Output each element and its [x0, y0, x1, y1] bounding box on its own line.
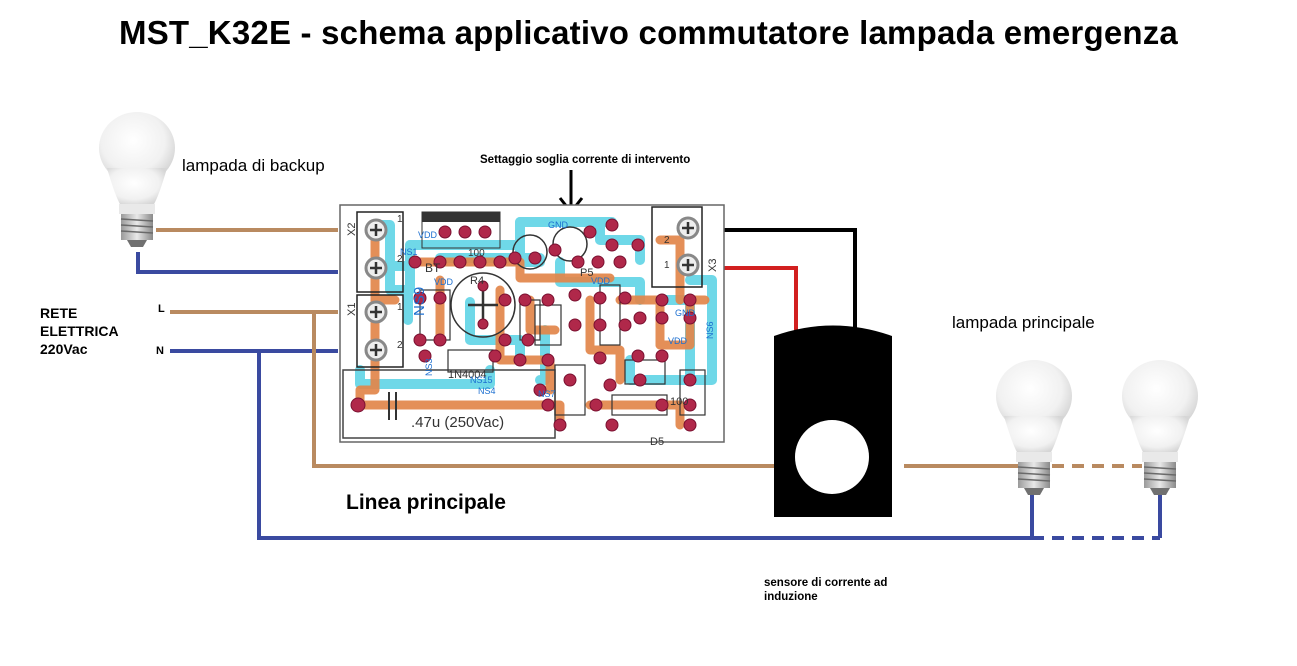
svg-text:NS4: NS4: [478, 386, 496, 396]
svg-text:1: 1: [397, 214, 403, 225]
terminal-l-label: L: [158, 303, 165, 315]
current-sensor-label: sensore di corrente ad induzione: [764, 577, 888, 603]
main-lamp-1-icon: [995, 359, 1073, 496]
terminal-x3: [651, 206, 703, 288]
svg-text:100: 100: [670, 396, 688, 408]
svg-text:VDD: VDD: [434, 277, 454, 287]
svg-text:NS1: NS1: [400, 247, 418, 257]
svg-text:1N4004: 1N4004: [448, 369, 487, 381]
svg-text:NS7: NS7: [538, 389, 556, 399]
svg-text:NS3: NS3: [424, 358, 434, 376]
svg-text:2: 2: [664, 235, 670, 246]
main-lamp-2-icon: [1121, 359, 1199, 496]
backup-neutral-wire: [136, 252, 338, 274]
svg-text:VDD: VDD: [668, 336, 688, 346]
svg-text:VDD: VDD: [418, 230, 438, 240]
mains-label: RETE ELETTRICA 220Vac: [40, 305, 119, 357]
svg-text:.47u (250Vac): .47u (250Vac): [411, 414, 504, 431]
main-line-phase-wire: [312, 312, 858, 468]
svg-text:GND: GND: [675, 308, 696, 318]
svg-text:D5: D5: [650, 436, 664, 448]
current-sensor-icon: [774, 325, 892, 517]
pcb-board: X2 X1 X3 1 2 1 2 2 1 BT R4 1N4004 .47u (…: [339, 204, 725, 448]
svg-text:NS15: NS15: [470, 375, 493, 385]
svg-text:2: 2: [397, 254, 403, 265]
terminal-n-label: N: [156, 345, 164, 357]
diagram-title: MST_K32E - schema applicativo commutator…: [119, 14, 1178, 51]
sensor-black-wire: [722, 228, 857, 340]
svg-text:NS6: NS6: [705, 321, 715, 339]
terminal-x1: [356, 294, 404, 368]
svg-text:NS9: NS9: [411, 287, 428, 316]
svg-text:R4: R4: [470, 275, 484, 287]
sensor-red-wire: [722, 266, 798, 340]
backup-lamp-icon: [98, 111, 176, 248]
svg-text:1: 1: [664, 260, 670, 271]
svg-text:100: 100: [468, 248, 485, 259]
svg-text:P5: P5: [580, 267, 593, 279]
backup-lamp-label: lampada di backup: [182, 156, 325, 175]
main-line-label: Linea principale: [346, 491, 506, 514]
svg-text:1: 1: [397, 302, 403, 313]
x3-label: X3: [707, 259, 719, 272]
threshold-setting-label: Settaggio soglia corrente di intervento: [480, 154, 691, 166]
svg-text:GND: GND: [548, 220, 569, 230]
svg-text:VDD: VDD: [591, 276, 611, 286]
main-line-neutral-wire: [257, 351, 1032, 540]
main-lamp-label: lampada principale: [952, 313, 1095, 332]
terminal-x2: [356, 211, 404, 293]
svg-text:2: 2: [397, 340, 403, 351]
x1-label: X1: [346, 303, 358, 316]
svg-text:BT: BT: [425, 261, 441, 275]
x2-label: X2: [346, 223, 358, 236]
